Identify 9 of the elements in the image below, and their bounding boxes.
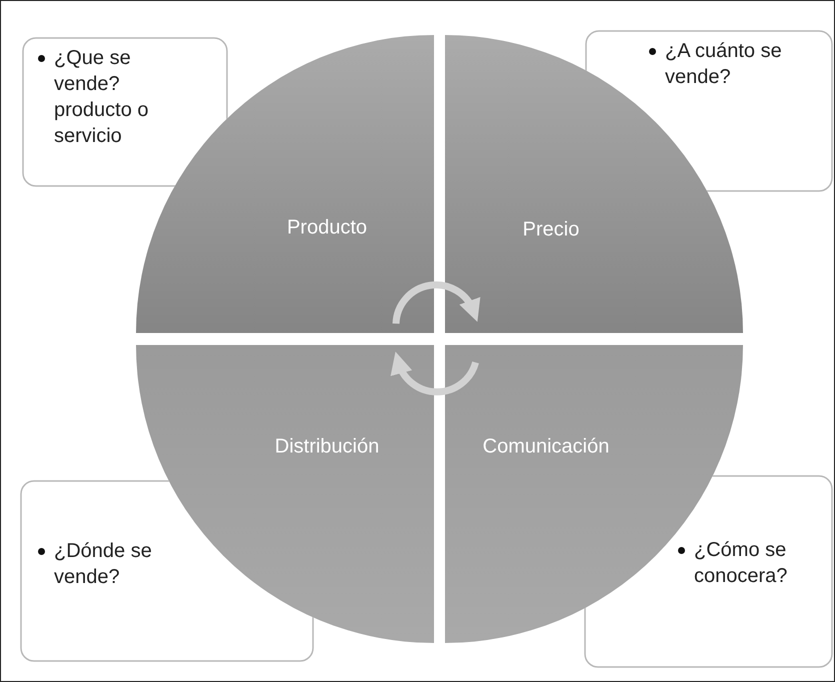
note-text: ¿Cómo se conocera? [694, 538, 788, 589]
cycle-arrow [392, 281, 480, 324]
quadrant-label: Distribución [274, 436, 380, 458]
note-text: ¿Dónde se vende? [54, 539, 153, 590]
quadrant-label: Producto [286, 216, 368, 240]
note-text: ¿Que se vende? producto o servicio [54, 46, 150, 149]
quadrant-label: Precio [522, 218, 580, 242]
quadrant-label: Comunicación [482, 436, 610, 458]
note-text: ¿A cuánto se vende? [665, 39, 783, 90]
